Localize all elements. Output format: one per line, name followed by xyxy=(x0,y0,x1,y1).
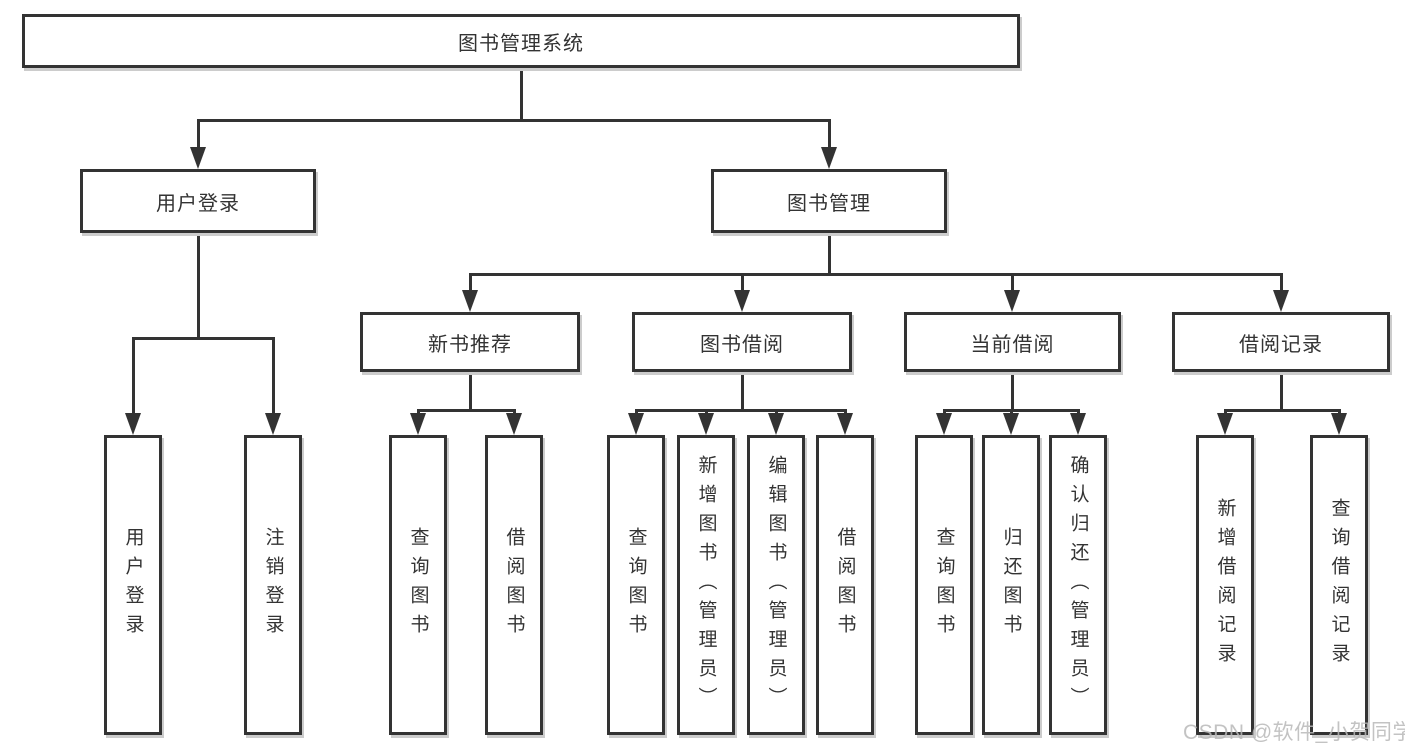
node-label: 归还图书 xyxy=(1000,527,1022,643)
arrowhead-down-icon xyxy=(1003,413,1019,435)
node-book-management: 图书管理 xyxy=(711,169,947,233)
connector-line xyxy=(132,338,135,416)
arrowhead-down-icon xyxy=(698,413,714,435)
node-book-borrowing: 图书借阅 xyxy=(632,312,852,372)
arrowhead-down-icon xyxy=(1217,413,1233,435)
leaf-query-borrow-record: 查询借阅记录 xyxy=(1310,435,1368,735)
node-label: 当前借阅 xyxy=(970,333,1055,356)
leaf-return-book: 归还图书 xyxy=(982,435,1040,735)
connector-line xyxy=(1280,372,1283,410)
connector-line xyxy=(197,120,200,152)
leaf-user-login: 用户登录 xyxy=(104,435,162,735)
node-label: 新书推荐 xyxy=(428,333,512,356)
connector-line xyxy=(741,274,744,293)
connector-line xyxy=(828,233,831,274)
leaf-query-books-recommend: 查询图书 xyxy=(389,435,447,735)
node-label: 查询图书 xyxy=(625,527,647,643)
leaf-confirm-return-admin: 确认归还（管理员） xyxy=(1049,435,1107,735)
leaf-borrow-books-recommend: 借阅图书 xyxy=(485,435,543,735)
node-label: 查询图书 xyxy=(933,527,955,643)
leaf-edit-book-admin: 编辑图书（管理员） xyxy=(747,435,805,735)
node-label: 图书管理 xyxy=(787,192,871,215)
node-label: 编辑图书（管理员） xyxy=(765,454,787,716)
arrowhead-down-icon xyxy=(936,413,952,435)
node-label: 图书借阅 xyxy=(700,333,784,356)
connector-line xyxy=(197,233,200,338)
node-user-login: 用户登录 xyxy=(80,169,316,233)
connector-line xyxy=(469,273,1283,276)
arrowhead-down-icon xyxy=(821,147,837,169)
arrowhead-down-icon xyxy=(190,147,206,169)
connector-line xyxy=(1011,372,1014,410)
connector-line xyxy=(469,274,472,293)
node-label: 用户登录 xyxy=(156,192,240,215)
arrowhead-down-icon xyxy=(1004,290,1020,312)
arrowhead-down-icon xyxy=(265,413,281,435)
connector-line xyxy=(272,338,275,416)
node-label: 新增借阅记录 xyxy=(1214,498,1236,672)
node-label: 借阅记录 xyxy=(1239,333,1323,356)
node-root-library-system: 图书管理系统 xyxy=(22,14,1020,68)
arrowhead-down-icon xyxy=(1273,290,1289,312)
arrowhead-down-icon xyxy=(410,413,426,435)
node-label: 查询图书 xyxy=(407,527,429,643)
connector-line xyxy=(828,120,831,152)
connector-line xyxy=(1011,274,1014,293)
node-label: 借阅图书 xyxy=(834,527,856,643)
connector-line xyxy=(417,409,516,412)
arrowhead-down-icon xyxy=(462,290,478,312)
connector-line xyxy=(132,337,275,340)
arrowhead-down-icon xyxy=(768,413,784,435)
connector-line xyxy=(520,68,523,120)
connector-line xyxy=(1280,274,1283,293)
csdn-watermark: CSDN @软件_小贺同学 xyxy=(1183,721,1405,744)
arrowhead-down-icon xyxy=(1070,413,1086,435)
node-label: 确认归还（管理员） xyxy=(1067,454,1089,716)
arrowhead-down-icon xyxy=(734,290,750,312)
connector-line xyxy=(197,119,831,122)
leaf-query-books-current: 查询图书 xyxy=(915,435,973,735)
node-label: 新增图书（管理员） xyxy=(695,454,717,716)
connector-line xyxy=(1224,409,1341,412)
node-label: 用户登录 xyxy=(122,527,144,643)
node-current-borrowing: 当前借阅 xyxy=(904,312,1121,372)
node-label: 注销登录 xyxy=(262,527,284,643)
connector-line xyxy=(741,372,744,410)
node-label: 查询借阅记录 xyxy=(1328,498,1350,672)
node-label: 图书管理系统 xyxy=(458,32,584,55)
arrowhead-down-icon xyxy=(1331,413,1347,435)
leaf-query-books-borrowing: 查询图书 xyxy=(607,435,665,735)
node-borrowing-records: 借阅记录 xyxy=(1172,312,1390,372)
leaf-borrow-books-borrowing: 借阅图书 xyxy=(816,435,874,735)
connector-line xyxy=(943,409,1080,412)
connector-line xyxy=(469,372,472,410)
connector-line xyxy=(635,409,847,412)
arrowhead-down-icon xyxy=(837,413,853,435)
leaf-add-book-admin: 新增图书（管理员） xyxy=(677,435,735,735)
leaf-logout: 注销登录 xyxy=(244,435,302,735)
arrowhead-down-icon xyxy=(125,413,141,435)
arrowhead-down-icon xyxy=(506,413,522,435)
node-new-book-recommend: 新书推荐 xyxy=(360,312,580,372)
node-label: 借阅图书 xyxy=(503,527,525,643)
arrowhead-down-icon xyxy=(628,413,644,435)
leaf-add-borrow-record: 新增借阅记录 xyxy=(1196,435,1254,735)
